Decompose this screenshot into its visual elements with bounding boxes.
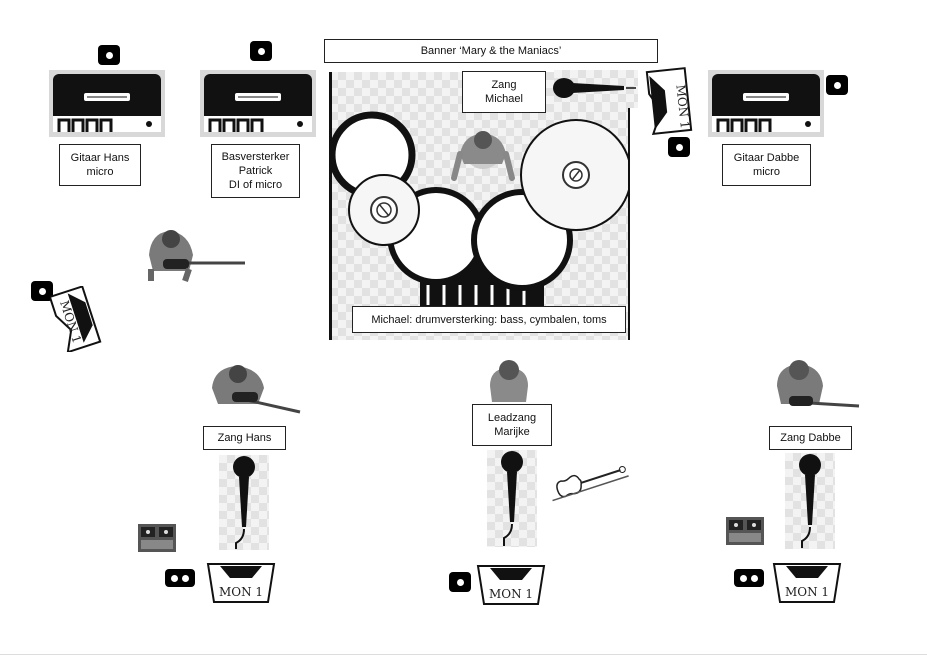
wedge-monitor-icon: MON 1 — [50, 286, 102, 352]
power-outlet-icon — [826, 75, 848, 95]
singer-icon — [490, 360, 528, 402]
drum-label: Michael: drumversterking: bass, cymbalen… — [352, 306, 626, 333]
svg-text:MON 1: MON 1 — [219, 585, 263, 599]
power-outlet-icon — [250, 41, 272, 61]
drummer-icon — [451, 131, 515, 181]
bass-amp-icon — [200, 70, 316, 137]
microphone-icon — [553, 78, 636, 98]
banner-label: Banner ‘Mary & the Maniacs’ — [324, 39, 658, 63]
power-outlet-icon — [449, 572, 471, 592]
guitarist-icon — [148, 230, 245, 282]
power-outlet-icon — [98, 45, 120, 65]
svg-text:MON 1: MON 1 — [489, 587, 533, 601]
power-outlet-icon — [668, 137, 690, 157]
vocal-label-hans: Zang Hans — [203, 426, 286, 450]
wedge-monitor-icon: MON 1 — [206, 563, 276, 603]
guitarist-icon — [777, 360, 860, 408]
wedge-monitor-icon: MON 1 — [645, 67, 693, 135]
violin-icon — [552, 465, 629, 502]
page-bottom-divider — [0, 654, 927, 655]
microphone-icon — [799, 454, 821, 548]
drum-riser-right-edge — [628, 72, 630, 340]
power-outlet-double-icon — [165, 569, 195, 587]
power-outlet-icon — [31, 281, 53, 301]
wedge-monitor-icon: MON 1 — [772, 563, 842, 603]
effects-pedal-icon — [138, 524, 176, 552]
microphone-icon — [233, 456, 255, 549]
drum-riser-left-edge — [329, 72, 332, 340]
power-outlet-double-icon — [734, 569, 764, 587]
guitar-amp-icon — [708, 70, 824, 137]
svg-text:MON 1: MON 1 — [673, 84, 692, 129]
svg-text:MON 1: MON 1 — [785, 585, 829, 599]
wedge-monitor-icon: MON 1 — [476, 565, 546, 605]
mic-stand-area — [487, 450, 537, 547]
guitar-amp-icon — [49, 70, 165, 137]
guitarist-icon — [212, 365, 301, 414]
effects-pedal-icon — [726, 517, 764, 545]
vocal-label-dabbe: Zang Dabbe — [769, 426, 852, 450]
drum-kit-icon — [332, 111, 628, 312]
microphone-icon — [501, 451, 523, 546]
